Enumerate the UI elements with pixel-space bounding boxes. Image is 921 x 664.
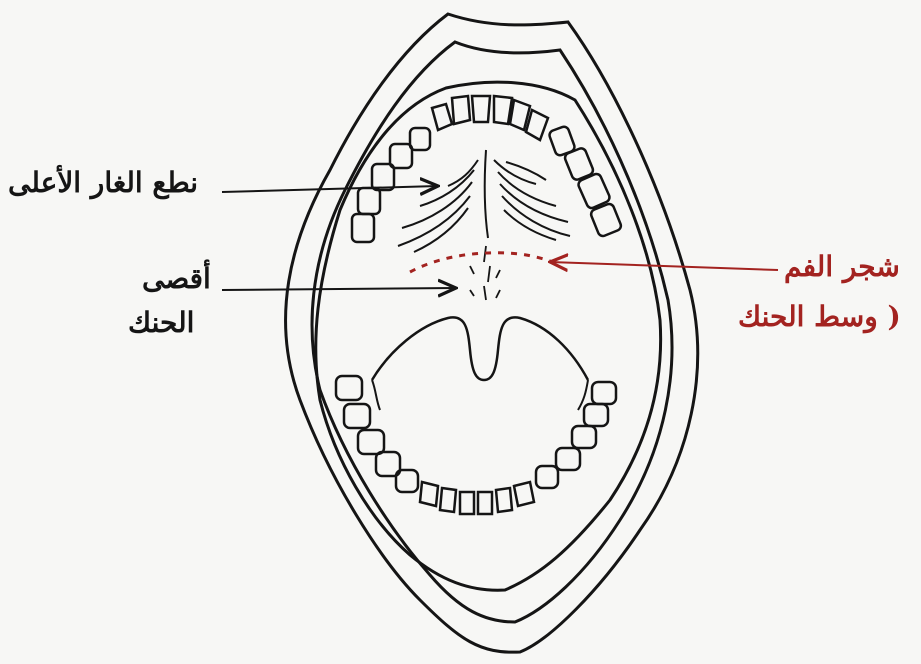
lower-tooth: [358, 430, 384, 454]
uvula-and-arches: [372, 317, 588, 380]
upper-tooth: [358, 188, 380, 214]
lower-tooth: [336, 376, 362, 400]
lower-tooth: [514, 482, 534, 506]
back-of-palate-label-line1: أقصى: [142, 262, 211, 296]
lower-tooth: [592, 382, 616, 404]
lower-tooth: [460, 492, 474, 514]
upper-tooth: [526, 110, 548, 140]
upper-tooth: [390, 144, 412, 168]
upper-tooth: [472, 96, 490, 122]
upper-tooth: [494, 96, 512, 124]
mouth-tree-label-line2: ( وسط الحنك: [738, 300, 901, 334]
pointer-mouth-tree: [550, 262, 778, 270]
lower-tooth: [420, 482, 438, 506]
lower-tooth: [584, 404, 608, 426]
upper-palate-label: نطع الغار الأعلى: [8, 166, 198, 200]
back-of-palate-label-line2: الحنك: [128, 306, 194, 340]
outer-lip-outline: [286, 14, 698, 652]
lower-tooth: [344, 404, 370, 428]
upper-tooth: [352, 214, 374, 242]
pointer-back-of-palate: [222, 288, 456, 290]
lower-teeth: [336, 376, 616, 514]
upper-tooth: [452, 96, 470, 124]
left-arch-tail: [372, 380, 380, 410]
mouth-tree-label-line1: شجر الفم: [784, 250, 900, 284]
upper-tooth: [410, 128, 430, 150]
pointer-upper-palate: [222, 186, 438, 192]
lower-tooth: [496, 488, 512, 512]
lower-tooth: [536, 466, 558, 488]
palatal-ridges: [398, 150, 570, 252]
inner-lip-outline: [312, 42, 672, 622]
lower-tooth: [478, 492, 492, 514]
upper-tooth: [372, 164, 394, 190]
lower-tooth: [440, 488, 456, 512]
lower-tooth: [572, 426, 596, 448]
upper-tooth: [432, 104, 452, 130]
lower-tooth: [556, 448, 580, 470]
upper-teeth: [352, 96, 622, 242]
